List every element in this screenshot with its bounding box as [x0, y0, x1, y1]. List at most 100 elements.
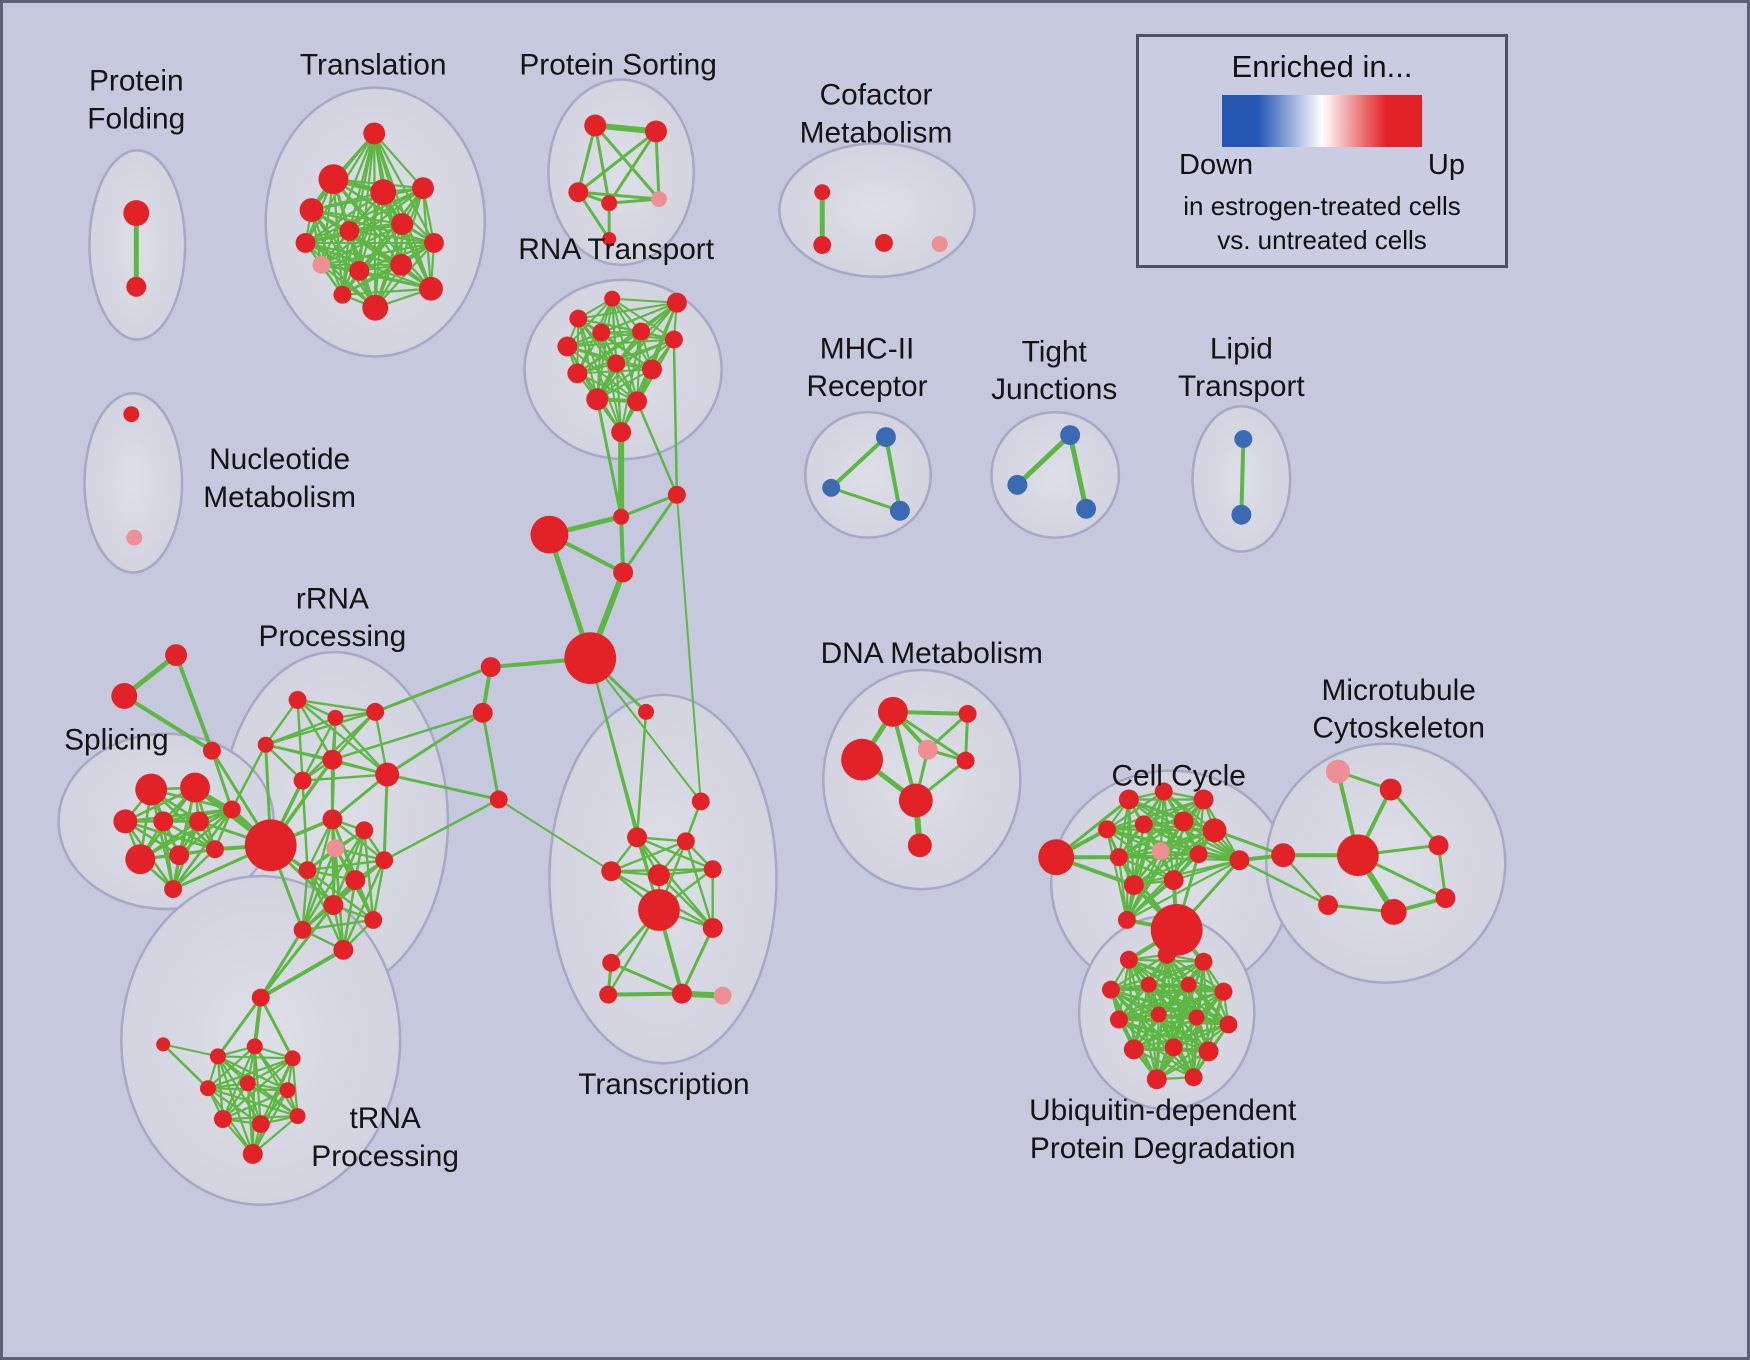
network-node-dm4	[917, 739, 938, 760]
network-node-t5	[412, 177, 434, 200]
network-edge	[341, 132, 376, 296]
network-node-c13	[599, 985, 618, 1004]
network-node-cc6	[1134, 815, 1153, 834]
network-node-s8	[169, 845, 190, 866]
network-edge	[1213, 828, 1285, 857]
network-edge	[177, 808, 234, 857]
network-edge	[1132, 1048, 1195, 1079]
network-node-c10	[602, 953, 621, 972]
network-edge	[1132, 990, 1225, 1051]
network-edge	[577, 317, 623, 434]
network-node-x3	[202, 741, 221, 760]
network-node-t10	[312, 255, 331, 274]
network-edge	[1109, 988, 1158, 1081]
network-node-mt3	[1271, 843, 1296, 868]
network-edge	[385, 773, 501, 801]
network-edge	[230, 743, 267, 811]
cluster-label-splicing: Splicing	[64, 724, 169, 757]
network-node-u6	[1180, 976, 1197, 993]
network-node-b3	[667, 485, 686, 504]
network-edge	[497, 798, 613, 873]
network-node-tr1	[251, 988, 270, 1007]
network-edge	[291, 1057, 299, 1118]
network-node-tj3	[1076, 498, 1097, 519]
network-edge	[595, 397, 623, 519]
network-edge	[1014, 432, 1073, 488]
network-edge	[566, 297, 614, 348]
network-edge	[246, 1057, 294, 1085]
network-edge	[301, 779, 309, 872]
network-node-u10	[1188, 1009, 1205, 1026]
network-edge	[1125, 798, 1130, 922]
network-node-ps5	[650, 191, 667, 208]
legend-box: Enriched in... Down Up in estrogen-treat…	[1136, 34, 1508, 268]
network-node-s7	[125, 844, 156, 875]
network-edge	[675, 493, 702, 803]
network-node-cf4	[931, 235, 948, 252]
network-edge	[1132, 1016, 1198, 1051]
network-node-tj2	[1007, 474, 1028, 495]
network-edge	[162, 1043, 219, 1058]
network-edge	[301, 716, 337, 782]
network-node-mt2	[1379, 778, 1402, 801]
network-edge	[1238, 858, 1330, 907]
network-edge	[680, 926, 715, 996]
network-edge	[259, 903, 335, 1000]
network-node-t15	[333, 285, 352, 304]
network-edge	[1142, 823, 1241, 862]
network-node-t7	[339, 221, 360, 241]
network-node-c9	[702, 917, 723, 938]
cluster-label-protein-sorting: Protein Sorting	[519, 49, 717, 82]
network-edge	[576, 123, 597, 194]
network-edge	[593, 123, 661, 201]
network-node-c5	[601, 861, 622, 882]
network-edge	[206, 1057, 294, 1090]
network-node-cc1	[1038, 839, 1075, 876]
cluster-label-dna-metabolism: DNA Metabolism	[821, 637, 1043, 670]
network-node-mt8	[1435, 888, 1456, 908]
cluster-ellipse-nucleotide-metabolism	[83, 392, 184, 574]
network-node-t1	[363, 122, 386, 145]
network-node-dm1	[877, 696, 908, 727]
network-node-t2	[318, 164, 349, 195]
network-edge	[301, 818, 334, 932]
network-edge	[221, 1089, 289, 1121]
network-node-t3	[299, 198, 324, 223]
legend-caption-line1: in estrogen-treated cells	[1183, 191, 1461, 221]
network-node-c4	[676, 832, 695, 851]
network-edge	[251, 1057, 294, 1155]
network-edge	[576, 190, 661, 201]
cluster-label-rna-transport: RNA Transport	[518, 233, 715, 266]
network-edge	[259, 928, 305, 1000]
network-node-t11	[349, 260, 370, 281]
network-node-pf2	[126, 276, 147, 297]
network-node-t9	[423, 232, 444, 253]
network-edge	[1109, 953, 1168, 991]
cluster-ellipse-mhc-ii-receptor	[804, 410, 932, 539]
network-edge	[264, 710, 377, 746]
network-edge	[635, 710, 648, 839]
network-node-rt6	[632, 322, 650, 341]
network-edge	[589, 657, 660, 911]
network-node-mt7	[1380, 899, 1407, 925]
network-node-r15	[323, 895, 344, 915]
network-edge	[1067, 432, 1089, 512]
network-edge	[1105, 828, 1241, 862]
network-edge	[304, 241, 361, 272]
network-node-b4	[613, 562, 634, 583]
cluster-ellipse-microtubule-cytoskeleton	[1265, 742, 1507, 984]
network-node-mt1	[1326, 759, 1350, 784]
network-node-u7	[1214, 982, 1233, 1001]
network-node-cc10	[1151, 842, 1170, 861]
network-node-s9	[205, 840, 224, 859]
network-edge	[210, 749, 234, 811]
network-edge	[1389, 788, 1440, 847]
network-node-rt4	[557, 336, 578, 357]
network-node-cc9	[1109, 848, 1128, 867]
network-edge	[609, 840, 688, 873]
